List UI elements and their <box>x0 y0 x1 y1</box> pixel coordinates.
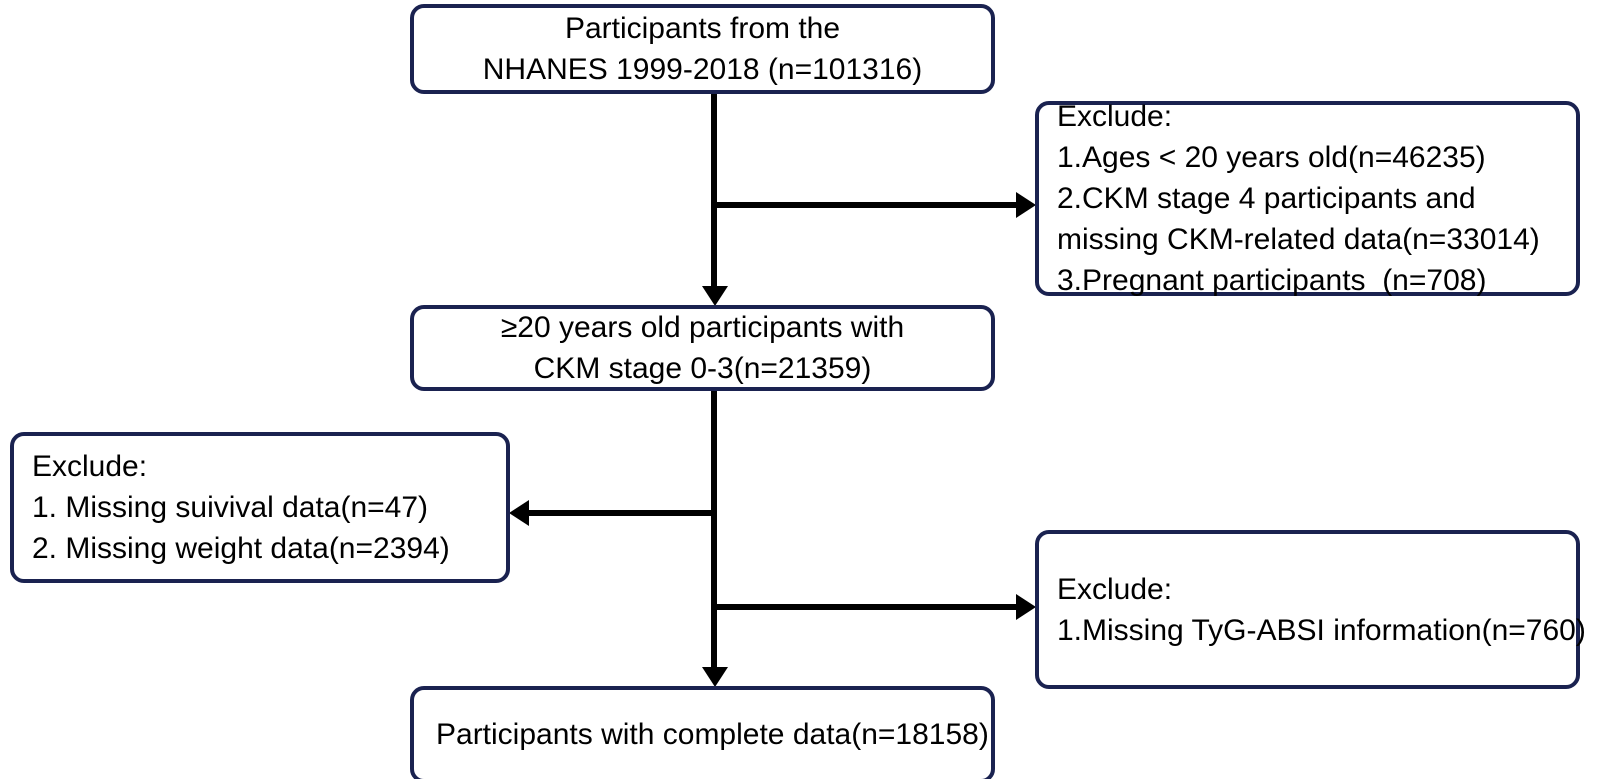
node-eligible-ckm-stage-0-3: ≥20 years old participants with CKM stag… <box>410 305 995 391</box>
node-source-population-line-1: Participants from the <box>564 12 841 45</box>
connector-source-to-stage <box>711 90 717 290</box>
exclusion-1-item-2b: missing CKM-related data(n=33014) <box>1057 223 1540 256</box>
exclusion-1-heading: Exclude: <box>1057 100 1173 133</box>
node-final-analytic-sample: Participants with complete data(n=18158) <box>410 686 995 779</box>
exclusion-2-heading: Exclude: <box>32 450 148 483</box>
arrowhead-right-to-exclusion-3 <box>1016 594 1036 620</box>
exclusion-1-item-1: 1.Ages < 20 years old(n=46235) <box>1057 141 1486 174</box>
node-source-population-line-2: NHANES 1999-2018 (n=101316) <box>482 53 923 86</box>
node-stage-line-2: CKM stage 0-3(n=21359) <box>533 352 872 385</box>
exclusion-3-heading: Exclude: <box>1057 572 1173 606</box>
node-exclusion-criteria-1: Exclude: 1.Ages < 20 years old(n=46235) … <box>1035 100 1580 297</box>
arrowhead-down-to-stage <box>702 286 728 306</box>
arrowhead-right-to-exclusion-1 <box>1016 192 1036 218</box>
node-source-population: Participants from the NHANES 1999-2018 (… <box>410 4 995 94</box>
connector-to-exclusion-2 <box>527 510 717 516</box>
exclusion-2-item-1: 1. Missing suivival data(n=47) <box>32 491 429 524</box>
arrowhead-left-to-exclusion-2 <box>509 500 529 526</box>
connector-stage-to-final <box>711 391 717 671</box>
exclusion-3-item-1: 1.Missing TyG-ABSI information(n=760) <box>1057 613 1586 647</box>
node-exclusion-criteria-3: Exclude: 1.Missing TyG-ABSI information(… <box>1035 530 1586 689</box>
node-stage-line-1: ≥20 years old participants with <box>500 311 905 344</box>
exclusion-1-item-2a: 2.CKM stage 4 participants and <box>1057 182 1476 215</box>
connector-to-exclusion-3 <box>711 604 1020 610</box>
arrowhead-down-to-final <box>702 667 728 687</box>
connector-to-exclusion-1 <box>711 202 1020 208</box>
exclusion-1-item-3: 3.Pregnant participants (n=708) <box>1057 264 1487 297</box>
node-final-line-1: Participants with complete data(n=18158) <box>436 718 989 751</box>
node-exclusion-criteria-2: Exclude: 1. Missing suivival data(n=47) … <box>10 432 510 583</box>
exclusion-2-item-2: 2. Missing weight data(n=2394) <box>32 532 450 565</box>
